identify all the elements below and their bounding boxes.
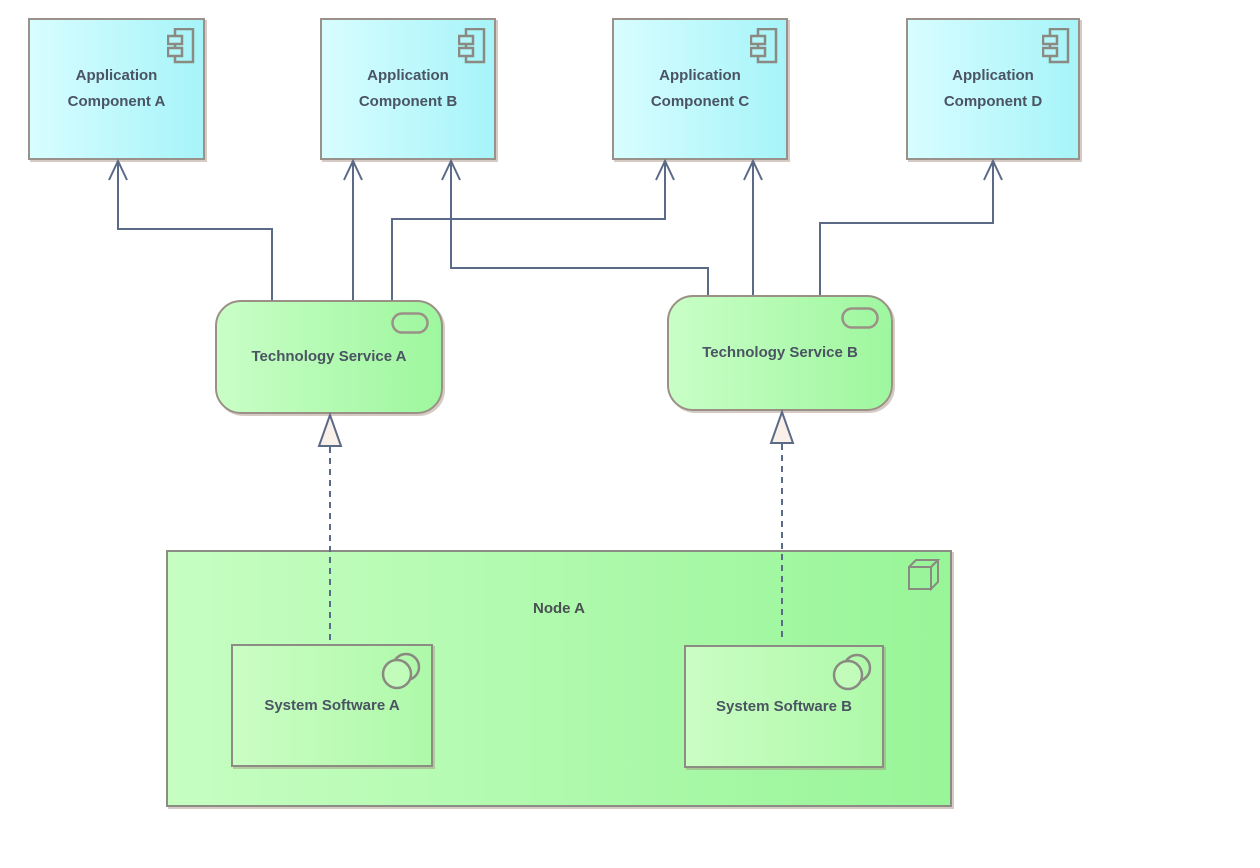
technology-service-a[interactable]: Technology Service A: [215, 300, 443, 414]
open-arrowhead-icon: [441, 158, 461, 181]
overlapping-circles-icon: [381, 652, 421, 690]
uml-component-icon: [167, 28, 195, 64]
system-software-b-label: System Software B: [716, 697, 852, 715]
application-component-c[interactable]: Application Component C: [612, 18, 788, 160]
application-component-b[interactable]: Application Component B: [320, 18, 496, 160]
system-software-a[interactable]: System Software A: [231, 644, 433, 767]
system-software-a-label: System Software A: [264, 696, 400, 714]
uml-component-icon: [750, 28, 778, 64]
rounded-pill-icon: [841, 307, 879, 329]
serving-connector-tsa-to-appa[interactable]: [108, 158, 273, 300]
technology-service-b-label: Technology Service B: [702, 344, 858, 361]
uml-component-icon: [458, 28, 486, 64]
serving-connector-tsa-to-appc[interactable]: [391, 158, 675, 300]
node-a[interactable]: Node A System Software A System Software…: [166, 550, 952, 807]
serving-connector-tsa-to-appb[interactable]: [343, 158, 363, 300]
open-arrowhead-icon: [655, 158, 675, 181]
application-component-a[interactable]: Application Component A: [28, 18, 205, 160]
cube-icon: [908, 559, 940, 591]
technology-service-a-label: Technology Service A: [251, 348, 407, 365]
system-software-b[interactable]: System Software B: [684, 645, 884, 768]
open-arrowhead-icon: [743, 158, 763, 181]
serving-connector-tsb-to-appc[interactable]: [743, 158, 763, 295]
connector-line: [391, 162, 666, 300]
uml-component-icon: [1042, 28, 1070, 64]
application-component-d[interactable]: Application Component D: [906, 18, 1080, 160]
connector-line: [117, 162, 273, 300]
serving-connector-tsb-to-appb[interactable]: [441, 158, 709, 295]
hollow-triangle-arrowhead-icon: [317, 412, 343, 447]
node-a-label: Node A: [533, 600, 585, 617]
open-arrowhead-icon: [108, 158, 128, 181]
connector-line: [819, 162, 994, 295]
application-component-d-label: Application Component D: [943, 67, 1043, 110]
serving-connector-tsb-to-appd[interactable]: [819, 158, 1003, 295]
open-arrowhead-icon: [343, 158, 363, 181]
hollow-triangle-arrowhead-icon: [769, 409, 795, 444]
overlapping-circles-icon: [832, 653, 872, 691]
rounded-pill-icon: [391, 312, 429, 334]
open-arrowhead-icon: [983, 158, 1003, 181]
connector-line: [450, 162, 709, 295]
application-component-a-label: Application Component A: [67, 67, 166, 110]
technology-service-b[interactable]: Technology Service B: [667, 295, 893, 411]
application-component-b-label: Application Component B: [358, 67, 458, 110]
application-component-c-label: Application Component C: [650, 67, 750, 110]
